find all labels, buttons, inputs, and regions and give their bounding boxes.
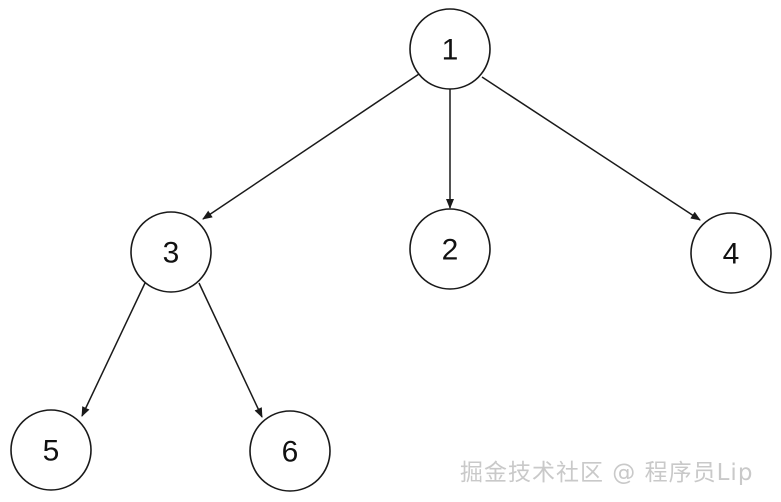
- node-4-label: 4: [723, 238, 740, 271]
- node-5-label: 5: [43, 435, 60, 468]
- node-6[interactable]: 6: [249, 410, 331, 492]
- node-3-circle[interactable]: [130, 211, 212, 293]
- edge-1-to-4: [481, 76, 701, 221]
- node-3[interactable]: 3: [130, 211, 212, 293]
- node-2-circle[interactable]: [409, 208, 491, 290]
- node-4-circle[interactable]: [690, 212, 772, 294]
- node-2-label: 2: [442, 234, 459, 267]
- node-3-label: 3: [163, 237, 180, 270]
- edge-3-to-6: [198, 282, 263, 418]
- node-4[interactable]: 4: [690, 212, 772, 294]
- node-6-circle[interactable]: [249, 410, 331, 492]
- node-2[interactable]: 2: [409, 208, 491, 290]
- node-5[interactable]: 5: [10, 409, 92, 491]
- node-1-circle[interactable]: [409, 8, 491, 90]
- nodes-group: 1 2 3 4 5 6: [10, 8, 772, 492]
- node-1[interactable]: 1: [409, 8, 491, 90]
- node-5-circle[interactable]: [10, 409, 92, 491]
- edge-1-to-3: [202, 73, 420, 220]
- edges-group: [81, 73, 701, 418]
- edge-3-to-5: [81, 282, 146, 417]
- watermark-label: 掘金技术社区 @ 程序员Lip: [460, 460, 753, 486]
- node-6-label: 6: [282, 436, 299, 469]
- node-1-label: 1: [442, 34, 459, 67]
